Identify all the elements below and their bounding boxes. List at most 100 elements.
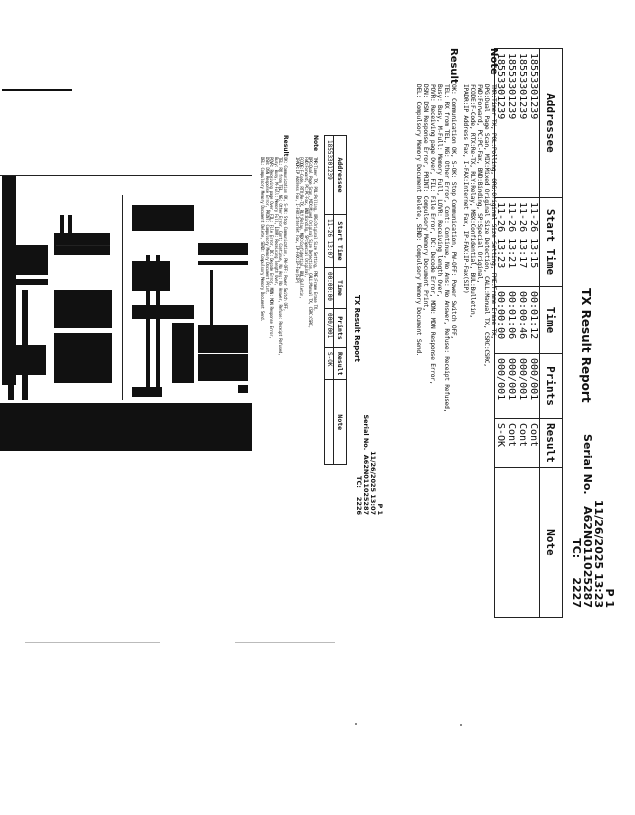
result-line: DEL: Compulsory Memory Document Delete, … (415, 84, 422, 357)
scan-block (132, 305, 194, 319)
result-line: DSN: DSN Response Error, PRINT: Compulso… (422, 84, 429, 311)
transmission-table: Addressee Start Time Time Prints Result … (494, 48, 563, 618)
cell-result: Cont (517, 418, 528, 468)
col-prints: Prints (333, 308, 347, 348)
table-row: 18553301239 11-26 13:15 00:01:12 000/001… (528, 48, 540, 618)
scan-block (198, 243, 248, 255)
col-addressee: Addressee (333, 135, 347, 215)
transmission-table: Addressee Start Time Time Prints Result … (324, 135, 347, 465)
embedded-tx-result-report: P 1 11/26/2025 13:07 Serial No. A62N0110… (253, 125, 384, 525)
table-row: 18553301239 11-26 13:17 00:00:46 000/001… (517, 48, 528, 618)
scan-artifact-line (235, 642, 335, 643)
scan-block (198, 261, 248, 265)
cell-time: 00:01:12 (528, 286, 540, 354)
serial-label: Serial No. (362, 414, 370, 451)
cell-prints: 000/001 (528, 353, 540, 419)
table-row: 18553301239 11-26 13:21 00:01:06 000/001… (506, 48, 517, 618)
note-label: Note (312, 135, 319, 152)
cell-result: Cont (528, 418, 540, 468)
scanned-document-image (0, 175, 255, 465)
scan-block (54, 333, 112, 383)
scan-block (172, 323, 194, 383)
cell-start-time: 11-26 13:07 (324, 214, 334, 268)
cell-note (324, 379, 334, 465)
result-lines: OK: Communication OK, S-OK: Stop Communi… (415, 84, 457, 412)
result-lines: OK: Communication OK, S-OK: Stop Communi… (259, 157, 288, 355)
cell-addressee: 18553301239 (324, 135, 334, 215)
table-header-row: Addressee Start Time Time Prints Result … (333, 135, 347, 465)
note-line: IPADR:IP Address Fax, I-FAX:Internet Fax… (294, 157, 300, 284)
cell-start-time: 11-26 13:21 (506, 197, 517, 287)
result-line: OK: Communication OK, S-OK: Stop Communi… (450, 84, 457, 339)
serial-row: Serial No. A62N011025287 (581, 434, 594, 608)
scan-block (132, 205, 194, 231)
report-datetime: 11/26/2025 13:07 (369, 451, 377, 515)
cell-result: S-OK (494, 418, 506, 468)
scan-block (0, 403, 252, 451)
scan-speck (460, 724, 462, 726)
cell-start-time: 11-26 13:15 (528, 197, 540, 287)
table-header-row: Addressee Start Time Time Prints Result … (539, 48, 563, 618)
result-line: TEL: RX from TEL, NG: Other Error, Cont:… (443, 84, 450, 413)
serial-row: Serial No. A62N011025287 (362, 414, 370, 515)
report-datetime: 11/26/2025 13:23 (592, 499, 605, 608)
cell-start-time: 11-26 13:17 (517, 197, 528, 287)
col-prints: Prints (539, 353, 563, 419)
note-line: TMR:Timer TX, POL:Polling, ORG:Original … (313, 157, 318, 311)
cell-time: 00:00:00 (324, 267, 334, 309)
note-line: FWD:Forward, PC:PC-Fax, BND:Binding, SP:… (476, 84, 483, 283)
scan-block (2, 245, 48, 275)
col-time: Time (333, 267, 347, 309)
result-line: DEL: Compulsory Memory Document Delete, … (260, 157, 266, 322)
scan-block (54, 290, 112, 328)
col-result: Result (539, 418, 563, 468)
col-start-time: Start Time (539, 197, 563, 287)
scan-speck (355, 723, 357, 725)
scan-artifact-line (25, 642, 160, 643)
tc-value: 2226 (355, 496, 363, 515)
scan-rule (56, 245, 110, 246)
scan-rule (122, 195, 123, 400)
scan-block (60, 215, 64, 235)
col-time: Time (539, 286, 563, 354)
scan-rule (198, 353, 248, 354)
col-note: Note (539, 467, 563, 618)
scan-block (156, 255, 160, 395)
scan-block (2, 279, 48, 285)
col-note: Note (333, 379, 347, 465)
scan-block (132, 261, 170, 291)
cell-note (517, 467, 528, 618)
note-lines: TMR:Timer TX, POL:Polling, ORG:Original … (294, 157, 318, 328)
result-line: OK: Communication OK, S-OK: Stop Communi… (283, 157, 288, 311)
result-line: POVR: Receiving page Over, FIL: File Err… (429, 84, 436, 385)
scan-block (54, 233, 110, 255)
cell-result: S-OK (324, 347, 334, 380)
report-header-info: P 1 11/26/2025 13:23 Serial No. A62N0110… (570, 434, 616, 608)
serial-number: A62N011025287 (362, 454, 370, 515)
result-line: Busy: Busy, M-Full: Memory Full, LOVR: R… (436, 84, 443, 297)
note-line: DPG:Dual Page Scan, MIX:Mixed Original S… (483, 84, 490, 367)
main-tx-result-report: P 1 11/26/2025 13:23 Serial No. A62N0110… (415, 28, 616, 628)
tc-label: TC: (570, 538, 583, 559)
tc-label: TC: (355, 476, 363, 488)
cell-prints: 000/001 (324, 308, 334, 348)
embedded-header-info: P 1 11/26/2025 13:07 Serial No. A62N0110… (355, 414, 384, 515)
note-line: FCODE:F-Code, RTX:Re-TX, RLY:Relay, MBX:… (469, 84, 476, 318)
note-line: TMR:Timer TX, POL:Polling, ORG:Original … (490, 84, 497, 339)
page-number: P 1 (603, 588, 616, 608)
scan-block (238, 385, 248, 393)
cell-note (506, 467, 517, 618)
tc-value: 2227 (570, 577, 583, 608)
note-label: Note (488, 48, 499, 75)
cell-time: 00:01:06 (506, 286, 517, 354)
cell-addressee: 18553301239 (506, 48, 517, 198)
note-lines: TMR:Timer TX, POL:Polling, ORG:Original … (462, 84, 497, 367)
scan-rule (0, 175, 252, 176)
note-line: IPADR:IP Address Fax, I-FAX:Internet Fax… (462, 84, 469, 294)
report-title: TX Result Report (353, 295, 361, 362)
scan-block (68, 215, 72, 235)
result-label: Result (448, 48, 459, 84)
scan-block (132, 387, 162, 397)
scan-block (146, 255, 150, 395)
cell-addressee: 18553301239 (528, 48, 540, 198)
